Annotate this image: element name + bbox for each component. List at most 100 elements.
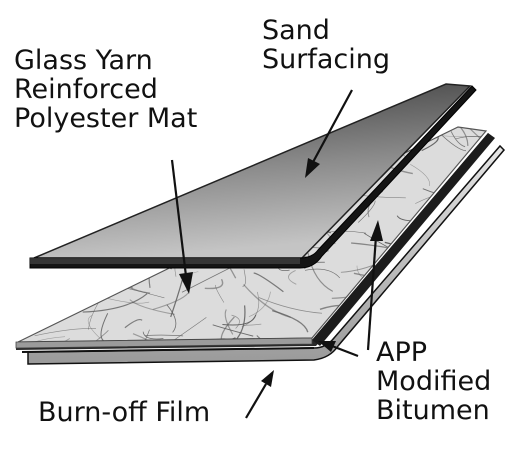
leader-arrows — [170, 89, 383, 419]
label-film-line-1: Burn-off Film — [38, 397, 211, 428]
mat-fiber — [476, 186, 486, 194]
mat-fiber — [215, 284, 225, 303]
mat-fiber — [18, 251, 23, 274]
mat-fiber — [43, 205, 53, 250]
mat-fiber — [476, 196, 486, 200]
mat-fiber — [62, 284, 80, 291]
mat-fiber — [48, 338, 71, 342]
mat-fiber — [57, 208, 85, 222]
mat-fiber — [89, 161, 120, 183]
mat-fiber — [107, 191, 159, 196]
mat-fiber — [463, 280, 486, 300]
mat-fiber — [142, 331, 164, 340]
mat-fiber — [58, 156, 91, 167]
mat-fiber — [18, 132, 40, 147]
mat-fiber — [18, 325, 35, 334]
mat-fiber — [406, 322, 446, 336]
label-sand-line-1: Sand — [262, 15, 330, 46]
label-app-line-1: APP — [376, 337, 428, 368]
mat-fiber — [53, 160, 102, 170]
label-app-modified-bitumen: APP Modified Bitumen — [376, 338, 491, 425]
mat-fiber — [253, 272, 284, 293]
mat-fiber — [106, 297, 150, 304]
mat-fiber — [203, 150, 218, 182]
label-mat-line-2: Reinforced — [14, 74, 158, 105]
mat-fiber — [200, 127, 218, 165]
mat-fiber — [166, 304, 177, 333]
arrow-app-bitumen-lower — [318, 341, 359, 358]
mat-fiber — [222, 314, 257, 326]
mat-fiber — [423, 279, 448, 291]
sand-surfacing-layer — [29, 83, 477, 269]
mat-fiber — [242, 269, 246, 287]
mat-fiber — [455, 136, 486, 143]
mat-fiber — [212, 324, 254, 337]
mat-fiber — [129, 299, 175, 315]
mat-fiber — [52, 224, 69, 234]
mat-fiber — [152, 292, 189, 310]
mat-fiber — [46, 283, 97, 297]
mat-fiber — [360, 195, 406, 199]
mat-fiber — [357, 200, 376, 223]
mat-fiber — [21, 193, 30, 206]
mat-fiber — [24, 166, 29, 185]
mat-fiber — [18, 158, 32, 187]
mat-fiber — [251, 136, 281, 158]
mat-fiber — [224, 309, 234, 335]
label-app-line-3: Bitumen — [376, 395, 490, 426]
mat-fiber — [480, 238, 486, 256]
mat-fiber — [242, 323, 262, 326]
mat-fiber — [61, 190, 87, 222]
mat-fiber — [18, 230, 33, 241]
arrow-burn-off-film — [245, 370, 274, 419]
mat-fiber — [464, 195, 486, 216]
mat-fiber — [204, 278, 224, 290]
mat-fiber — [189, 144, 200, 165]
mat-fiber — [424, 301, 445, 307]
mat-fiber — [87, 170, 91, 188]
burn-off-film-layer — [21, 144, 506, 365]
mat-fiber — [100, 313, 109, 342]
mat-fiber — [475, 309, 486, 314]
mat-fiber — [258, 297, 323, 314]
mat-fiber — [246, 127, 302, 147]
mat-fiber — [228, 305, 246, 342]
app-modified-bitumen-layer — [16, 133, 495, 350]
mat-fiber — [108, 267, 126, 279]
mat-fiber — [410, 255, 462, 261]
mat-fiber — [132, 333, 176, 342]
mat-fiber — [396, 269, 434, 290]
label-mat-line-1: Glass Yarn — [14, 45, 153, 76]
mat-fiber — [34, 281, 60, 296]
label-burn-off-film: Burn-off Film — [38, 398, 210, 427]
mat-fiber — [18, 291, 24, 297]
mat-fiber — [429, 305, 453, 341]
mat-fiber — [447, 290, 476, 300]
mat-fiber — [433, 258, 486, 275]
mat-fiber — [40, 185, 111, 196]
mat-fiber — [256, 335, 288, 342]
mat-fiber — [55, 147, 74, 156]
label-sand-surfacing: Sand Surfacing — [262, 16, 390, 74]
mat-fiber — [470, 278, 486, 295]
mat-fiber — [231, 314, 240, 329]
mat-fiber — [73, 172, 105, 182]
mat-fiber — [118, 164, 149, 175]
mat-fiber — [34, 328, 97, 337]
mat-fiber — [82, 330, 109, 342]
mat-fiber — [272, 309, 309, 333]
mat-fiber — [151, 137, 169, 154]
mat-fiber — [119, 329, 150, 342]
mat-fiber — [44, 171, 66, 182]
mat-fiber — [22, 200, 34, 223]
mat-fiber — [287, 269, 297, 285]
mat-fiber — [53, 173, 95, 188]
mat-fiber — [383, 288, 413, 315]
mat-fiber — [418, 277, 457, 298]
mat-fiber — [181, 265, 235, 293]
label-mat-line-3: Polyester Mat — [14, 103, 198, 134]
mat-fiber — [46, 181, 48, 210]
mat-fiber — [430, 300, 449, 314]
mat-fiber — [450, 131, 466, 148]
